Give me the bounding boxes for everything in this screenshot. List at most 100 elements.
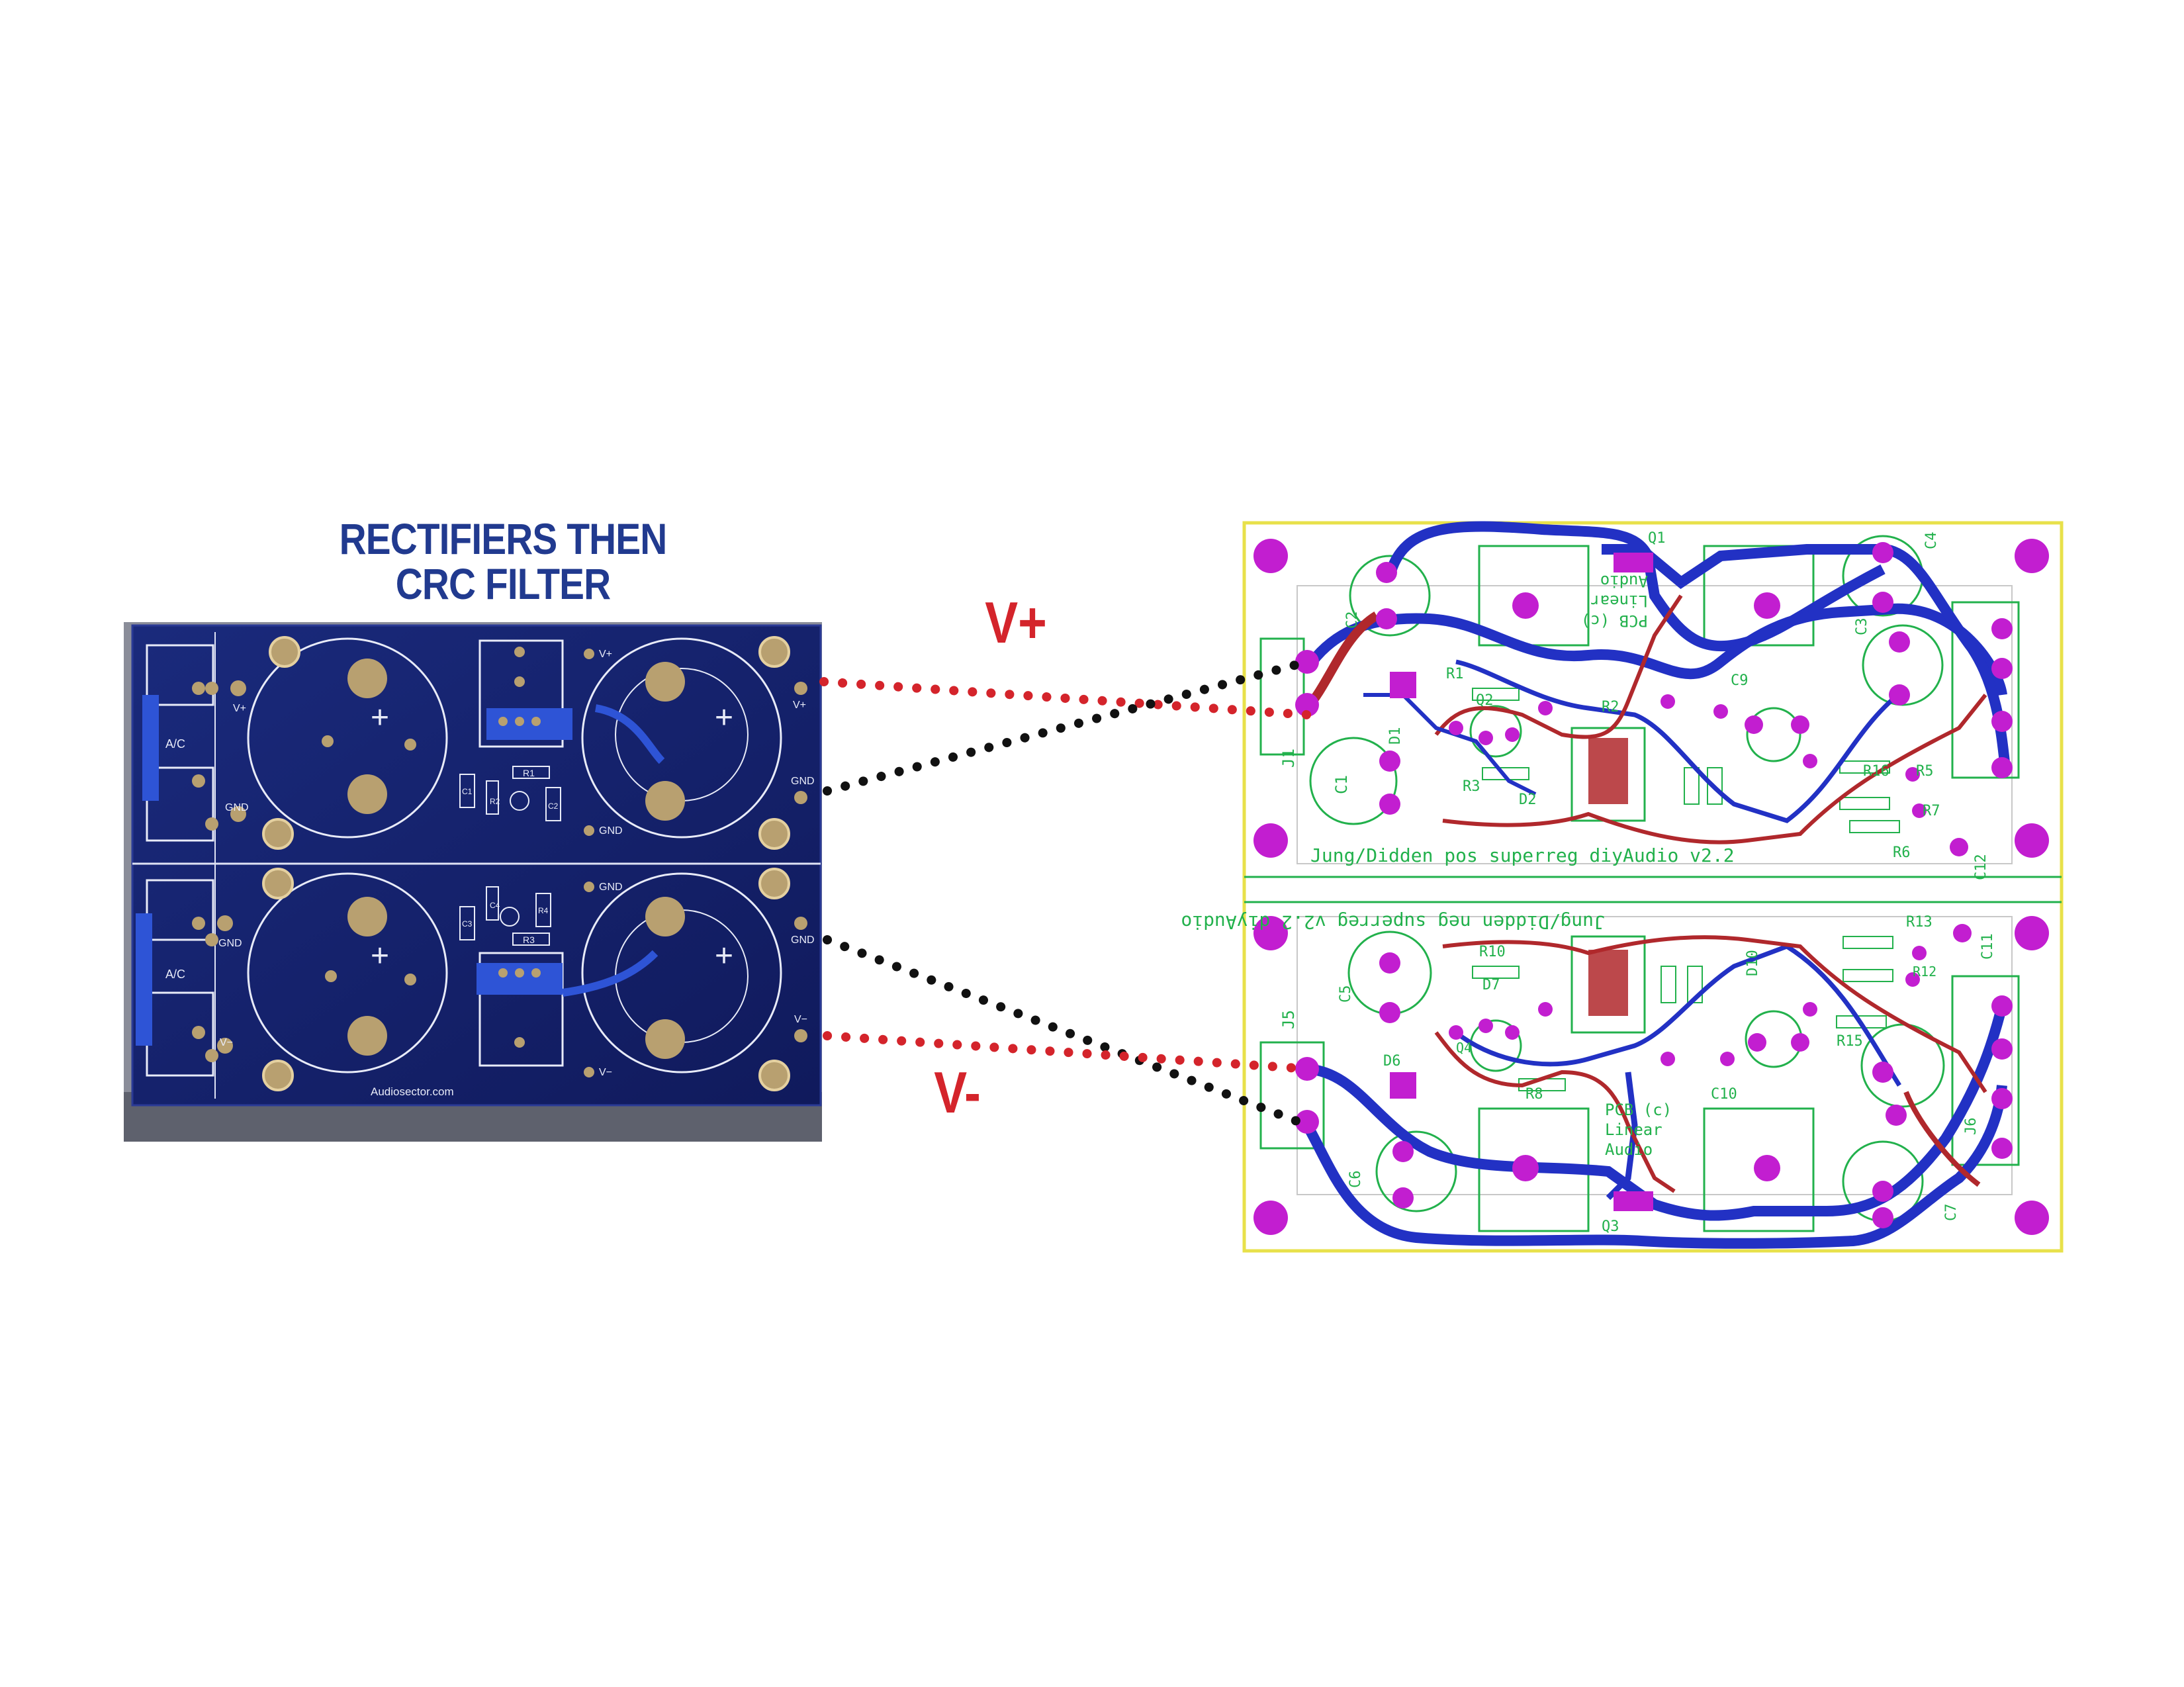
trace — [562, 950, 659, 997]
pad — [1295, 1110, 1319, 1134]
pad — [515, 717, 524, 726]
vminus-label: V− — [220, 1037, 233, 1048]
capacitor-outline — [247, 637, 448, 839]
component-outline — [1703, 1107, 1815, 1232]
grid-outline — [1297, 916, 2013, 1195]
trace — [1455, 659, 1908, 823]
ref-d10: D10 — [1745, 950, 1761, 976]
pad — [498, 717, 508, 726]
pad — [1379, 794, 1400, 815]
pad — [205, 682, 218, 695]
pad — [1872, 1062, 1893, 1083]
capacitor-outline — [459, 774, 475, 808]
pad — [1295, 1057, 1319, 1081]
resistor-outline — [1472, 688, 1520, 701]
ref-c5: C5 — [1338, 985, 1354, 1003]
pad — [1661, 1052, 1675, 1066]
ref-r6: R6 — [1893, 844, 1911, 861]
pad — [1912, 803, 1927, 818]
part-r1: R1 — [523, 768, 535, 778]
pad — [322, 735, 334, 747]
transistor-outline — [500, 907, 520, 927]
mounting-pad — [1253, 916, 1288, 950]
pad — [230, 680, 246, 696]
vplus-edge-label: V+ — [793, 700, 806, 711]
capacitor-outline — [247, 872, 448, 1073]
pad — [192, 917, 205, 930]
regulator-pads — [1614, 553, 1653, 572]
resistor-outline — [1707, 767, 1723, 805]
resistor-outline — [512, 766, 550, 779]
ref-d1: D1 — [1387, 727, 1404, 745]
transistor-outline — [1469, 705, 1522, 758]
pad — [1538, 1002, 1553, 1017]
ref-r10: R10 — [1479, 944, 1506, 960]
negative-rail-label: V- — [934, 1060, 981, 1125]
pad — [404, 974, 416, 985]
top-caption: Jung/Didden pos superreg diyAudio v2.2 — [1310, 844, 1735, 866]
gnd-label: GND — [218, 938, 242, 949]
ref-j6: J6 — [1963, 1118, 1979, 1136]
pad — [192, 774, 205, 788]
capacitor-terminal — [645, 897, 685, 936]
ref-q4: Q4 — [1456, 1040, 1472, 1056]
pad — [1505, 727, 1520, 742]
ref-r1: R1 — [1446, 666, 1464, 682]
plus-mark: + — [715, 700, 733, 735]
pad — [584, 1067, 594, 1077]
pad — [794, 682, 807, 695]
trace — [1442, 935, 1987, 1093]
pad — [1803, 754, 1817, 768]
ic-outline — [1570, 935, 1646, 1034]
pad — [1512, 1155, 1539, 1181]
pad — [1376, 562, 1397, 583]
pad — [1512, 592, 1539, 619]
pad — [1479, 731, 1493, 745]
gnd-bottom-link-line — [823, 935, 1312, 1130]
vminus-link-line — [823, 1031, 1312, 1073]
ref-d6: D6 — [1383, 1053, 1401, 1070]
pad — [514, 647, 525, 657]
capacitor-terminal — [645, 781, 685, 821]
pad — [1479, 1019, 1493, 1033]
pad — [531, 968, 541, 978]
pad — [794, 917, 807, 930]
regulator-board: Q1 C4 J1 C1 C2 C9 C3 R1 Q2 R2 D1 R3 D2 R… — [1181, 521, 2064, 1253]
pad — [217, 1038, 233, 1054]
pad — [192, 1026, 205, 1039]
pad — [1991, 711, 2013, 732]
resistor-outline — [1684, 767, 1700, 805]
pad — [1791, 715, 1809, 734]
pad — [205, 933, 218, 946]
ref-c12: C12 — [1973, 854, 1989, 880]
pad — [1991, 995, 2013, 1017]
ref-c6: C6 — [1347, 1171, 1364, 1189]
mounting-hole — [262, 1060, 294, 1091]
trace — [1306, 1005, 2007, 1221]
ic-pads — [1588, 950, 1628, 1016]
capacitor-terminal — [347, 774, 387, 814]
pad — [1505, 1025, 1520, 1040]
connector-outline — [1951, 601, 2020, 779]
ref-c4: C4 — [1923, 532, 1940, 550]
pad — [1803, 1002, 1817, 1017]
vminus-out-label: V− — [794, 1014, 807, 1025]
ref-c3: C3 — [1854, 618, 1870, 636]
capacitor-terminal — [645, 1019, 685, 1059]
square-pad — [1390, 1072, 1416, 1099]
vminus-mid-label: V− — [599, 1067, 612, 1078]
capacitor-outline — [1375, 1130, 1457, 1212]
capacitor-outline — [1746, 707, 1801, 762]
pad — [1991, 757, 2013, 778]
ref-q1: Q1 — [1648, 530, 1666, 547]
pad — [325, 970, 337, 982]
resistor-outline — [486, 780, 499, 815]
ref-r2: R2 — [1602, 699, 1619, 715]
ref-j5: J5 — [1279, 1010, 1298, 1029]
part-r4: C4 — [490, 901, 500, 910]
pad — [1886, 1105, 1907, 1126]
vplus-label: V+ — [233, 703, 246, 714]
pad — [1720, 1052, 1735, 1066]
pad — [1991, 1138, 2013, 1159]
